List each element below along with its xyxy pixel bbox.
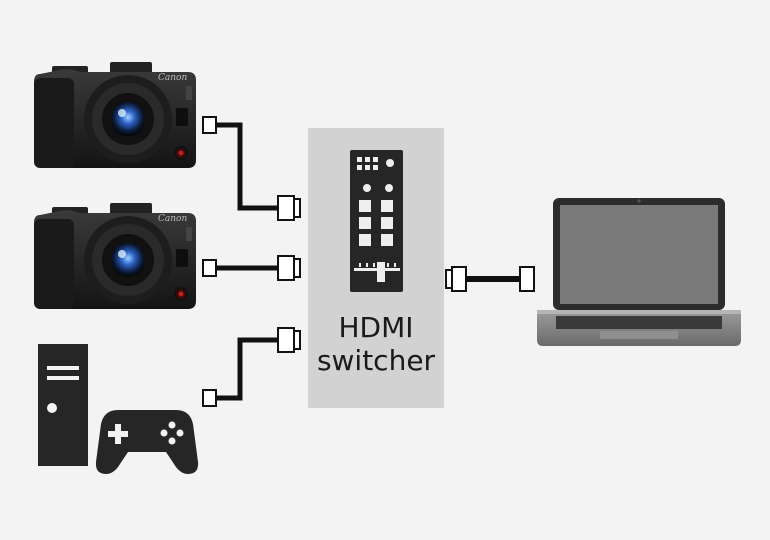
camera-brand-label: Canon bbox=[158, 73, 187, 83]
gamepad-icon bbox=[95, 410, 199, 474]
hdmi-switcher-panel-icon bbox=[350, 150, 403, 292]
desktop-tower-icon bbox=[38, 344, 88, 466]
laptop-icon bbox=[537, 198, 741, 346]
switcher-label: HDMI switcher bbox=[308, 311, 444, 377]
camera-icon: Canon bbox=[34, 203, 196, 309]
switcher-label-line2: switcher bbox=[316, 344, 436, 377]
hdmi-cable-icon bbox=[216, 337, 278, 401]
hdmi-connector-left bbox=[202, 327, 301, 407]
camera-brand-label: Canon bbox=[158, 214, 187, 224]
hdmi-connector-left bbox=[202, 116, 301, 221]
hdmi-connector-left bbox=[202, 255, 301, 281]
camera-icon: Canon bbox=[34, 62, 196, 168]
hdmi-cable-icon bbox=[445, 266, 535, 292]
switcher-label-line1: HDMI bbox=[338, 311, 414, 344]
hdmi-cable-icon bbox=[216, 122, 278, 211]
